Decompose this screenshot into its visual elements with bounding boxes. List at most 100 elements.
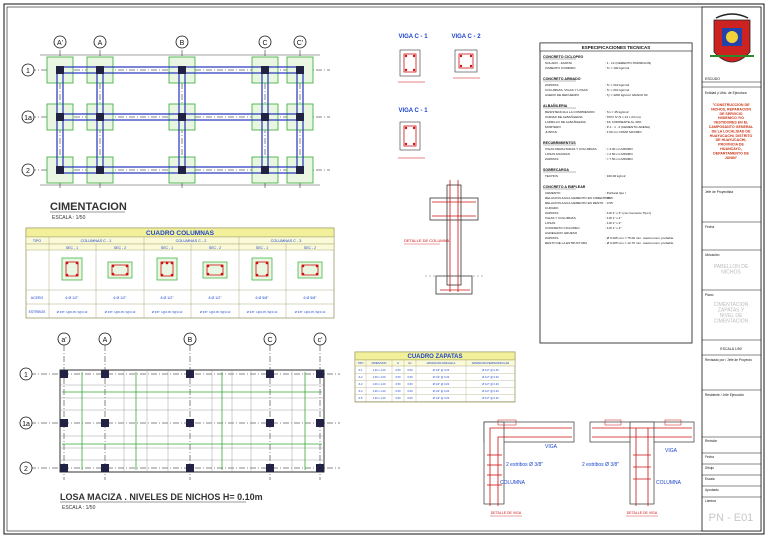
col-row-label-estribos: ESTRIBOS (29, 310, 46, 314)
specs-line-value: : 1 : 12 (CEMENTO-HORMIGON) (605, 61, 651, 65)
small-row-5: Aprobado (705, 488, 719, 492)
specs-line-value: : f'c = 210 kg/cm2 (605, 88, 630, 92)
zapatas-cell: 0.60 (407, 375, 413, 379)
cuadro-columnas-title: CUADRO COLUMNAS (146, 230, 215, 237)
zapatas-cell: Ø 1/2" @ 0.20 (433, 396, 450, 400)
beam-section-title-1: VIGA C - 1 (398, 34, 428, 40)
col-acero-4: 8 Ø 1/2" (208, 296, 222, 300)
joint2-estribos-label: 2 estribos Ø 3/8" (582, 462, 619, 468)
col-sub-5: SEC - 1 (256, 246, 268, 250)
slab-columns (60, 370, 324, 472)
label-escudo: ESCUDO (705, 77, 720, 81)
axis-label-y-1: 1 (26, 68, 30, 75)
specs-line-value: : 100.00 kg/m2 (605, 174, 626, 178)
specs-line-key: ZAPATAS (545, 157, 558, 161)
zapatas-cell: 0.60 (407, 382, 413, 386)
col-sub-1: SEC - 1 (66, 246, 78, 250)
col-acero-1: 6 Ø 1/2" (65, 296, 79, 300)
losa-axis-x-5: c' (318, 337, 323, 344)
specs-line-value: : f'c = 210 kg/cm2 (605, 83, 630, 87)
sheet-border (3, 3, 765, 535)
losa-axis-y-3: 2 (24, 466, 28, 473)
col-acero-3: 8 Ø 1/2" (160, 296, 174, 300)
axis-label-y-3: 2 (26, 168, 30, 175)
specs-line-key: LOSAS (545, 221, 555, 225)
specs-line-key: RESTO DE LA ESTRUCTURA (545, 241, 588, 245)
joint2-detail-label: DETALLE DE VIGA (627, 511, 658, 515)
axis-label-y-2: 1a (24, 115, 32, 122)
joint2-viga-label: VIGA (665, 448, 678, 454)
axis-label-x-3: B (180, 40, 185, 47)
small-row-4: Escala (705, 477, 715, 481)
axis-label-x-4: C (262, 40, 267, 47)
specs-line-value: : Ø 0.025 mm = 75.00 mm. maximo tam. pro… (605, 236, 674, 240)
col-group-3: COLUMNAS C - 3 (271, 239, 302, 243)
specs-line-key: COLUMNAS, VIGAS Y LOSAS (545, 88, 588, 92)
specs-line-key: UNIDAD DE ALBAÑILERIA (545, 114, 584, 119)
specs-line-value: : 0.55 (605, 201, 613, 205)
zapatas-cell: Ø 1/2" @ 0.20 (482, 382, 499, 386)
specs-line-key: VIGAS PERALTADAS Y COLUMNAS (545, 147, 597, 151)
col-group-2: COLUMNAS C - 2 (176, 239, 207, 243)
zapatas-cell: Ø 1/2" @ 0.20 (433, 375, 450, 379)
zapatas-cell: Z-4 (359, 389, 363, 393)
losa-axis-y-1: 1 (24, 372, 28, 379)
specs-line-value: : KK CORRIENTE AL 30% (605, 120, 642, 124)
specs-line-value: : TIPO IV (9 x 13 x 24 cm) (605, 115, 641, 119)
specs-heading: CONCRETO ARMADO (543, 77, 581, 81)
specs-line-value: : Portland tipo I (605, 191, 626, 195)
column-detail-label: DETALLE DE COLUMNA (404, 238, 450, 243)
specs-line-key: LOSAS MACIZAS (545, 152, 570, 156)
col-estribos-1: Ø 3/8": 1@0.05, 5@0.10 (57, 310, 88, 314)
zapatas-header: H (397, 361, 399, 365)
label-lamina: Lámina (705, 499, 716, 503)
axis-label-x-2: A (98, 40, 103, 47)
zapatas-header: DIMENSION (372, 361, 387, 365)
losa-axis-x-3: B (188, 337, 193, 344)
cimentacion-plan: A' A B C C' 1 1a 2 (21, 35, 330, 221)
zapatas-cell: 0.60 (407, 368, 413, 372)
specs-line-value: : f'y = 4200 kg/cm2 GRADO 60 (605, 93, 648, 97)
specs-line-value: : 4 Ø 1" x 3" (con Cemento Tipo I) (605, 211, 651, 215)
zapatas-cell: 1.20 x 1.20 (373, 368, 386, 372)
zapatas-cell: Ø 1/2" @ 0.20 (482, 368, 499, 372)
specs-line-value: : = 2.50 cm MINIMO (605, 152, 633, 156)
col-sub-3: SEC - 1 (161, 246, 173, 250)
col-sub-4: SEC - 2 (209, 246, 221, 250)
small-row-2: Fecha (705, 455, 714, 459)
cuadro-columnas: CUADRO COLUMNAS TIPO COLUMNAS C - 1 COLU… (25, 227, 335, 319)
specs-heading: CONCRETO A EMPLEAR (543, 185, 586, 189)
col-acero-6: 6 Ø 5/8" (303, 296, 317, 300)
zapatas-cell: 1.00 x 1.20 (373, 382, 386, 386)
col-estribos-5: Ø 3/8": 1@0.05, 5@0.10 (247, 310, 278, 314)
losa-plan: a' A B C c' 1 1a 2 (19, 332, 340, 511)
specs-heading: CONCRETO CICLOPEO (543, 55, 583, 59)
zapatas-cell: Z-3 (359, 382, 363, 386)
specs-line-key: AGREGADO GRUESO (545, 231, 578, 235)
joint-detail-1: VIGA COLUMNA 2 estribos Ø 3/8" DETALLE D… (483, 419, 575, 517)
label-entity: Entidad y Ubic. de Ejecutora (705, 91, 747, 95)
col-acero-5: 6 Ø 5/8" (255, 296, 269, 300)
specs-line-value: : 1.50 cm COMO MAXIMO (605, 130, 642, 134)
zapatas-cell: 0.60 (407, 396, 413, 400)
specs-line-value: : = 4.00 cm MINIMO (605, 147, 633, 151)
label-plano: Plano (705, 293, 714, 297)
specs-heading: SOBRECARGA (543, 168, 569, 172)
specs-line-key: CEMENTO (545, 191, 561, 195)
columns (56, 66, 304, 174)
label-jefe: Jefe de Proyectista (705, 190, 733, 194)
specs-line-key: RELACION AGUA-CEMENTO EN RESTO (545, 201, 604, 205)
zapatas-cell: 1.00 x 1.00 (373, 375, 386, 379)
lamina-value: PN - E01 (709, 512, 754, 524)
zapatas-cell: Ø 1/2" @ 0.20 (482, 389, 499, 393)
axis-label-x-5: C' (297, 40, 303, 47)
zapatas-cell: Z-2 (359, 375, 363, 379)
beam-sections: VIGA C - 1 VIGA C - 2 VIGA C - 1 (398, 34, 481, 159)
label-fecha: Fecha (705, 225, 714, 229)
joint-detail-2: VIGA COLUMNA 2 estribos Ø 3/8" DETALLE D… (582, 419, 695, 517)
escudo-shield-icon (710, 13, 754, 63)
small-row-1: Revisión (705, 439, 717, 443)
